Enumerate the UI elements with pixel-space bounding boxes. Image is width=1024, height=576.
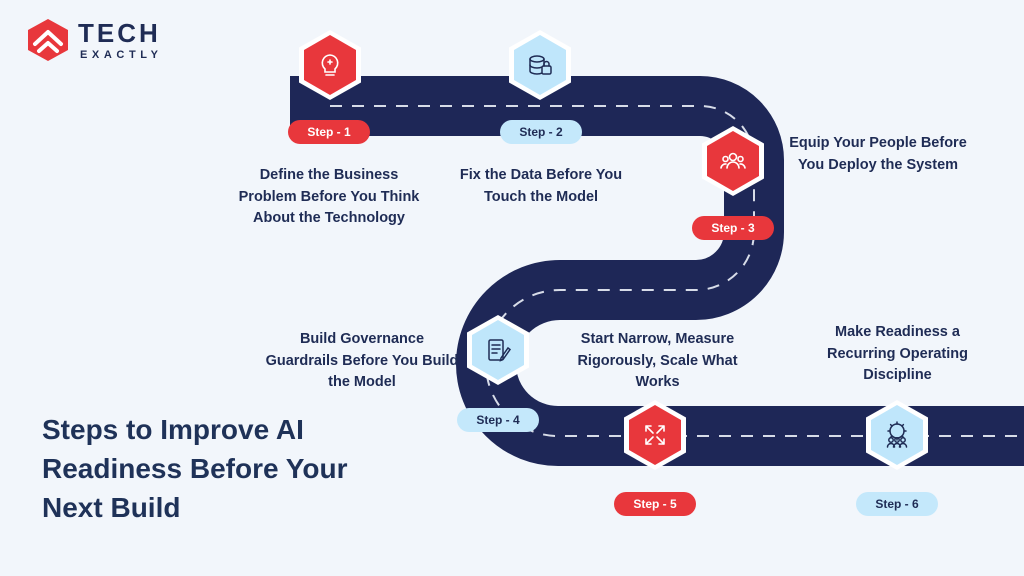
step-3-label: Step - 3 [692,216,774,240]
logo: TECH EXACTLY [26,18,163,62]
step-6-text: Make Readiness a Recurring Operating Dis… [827,324,968,383]
step-1-text: Define the Business Problem Before You T… [238,167,420,226]
step-2-label: Step - 2 [500,120,582,144]
expand-arrows-icon [645,425,665,445]
step-6-label: Step - 6 [856,492,938,516]
step-3-text: Equip Your People Before You Deploy the … [789,135,967,173]
gear-people-icon [886,421,908,448]
step-5-text: Start Narrow, Measure Rigorously, Scale … [577,331,738,390]
page-heading: Steps to Improve AI Readiness Before You… [42,414,348,523]
checklist-pen-icon [488,339,512,362]
brand-name: TECH [78,17,161,48]
step-1-label: Step - 1 [288,120,370,144]
tech-exactly-logo-icon [28,19,68,61]
step-2-text: Fix the Data Before You Touch the Model [459,167,623,205]
database-lock-icon [529,55,552,75]
step-4-label: Step - 4 [457,408,539,432]
brand-subname: EXACTLY [80,48,163,61]
lightbulb-puzzle-icon [321,54,339,76]
team-icon [720,152,746,169]
step-1-badge [299,30,361,100]
step-5-label: Step - 5 [614,492,696,516]
step-4-text: Build Governance Guardrails Before You B… [265,331,459,390]
